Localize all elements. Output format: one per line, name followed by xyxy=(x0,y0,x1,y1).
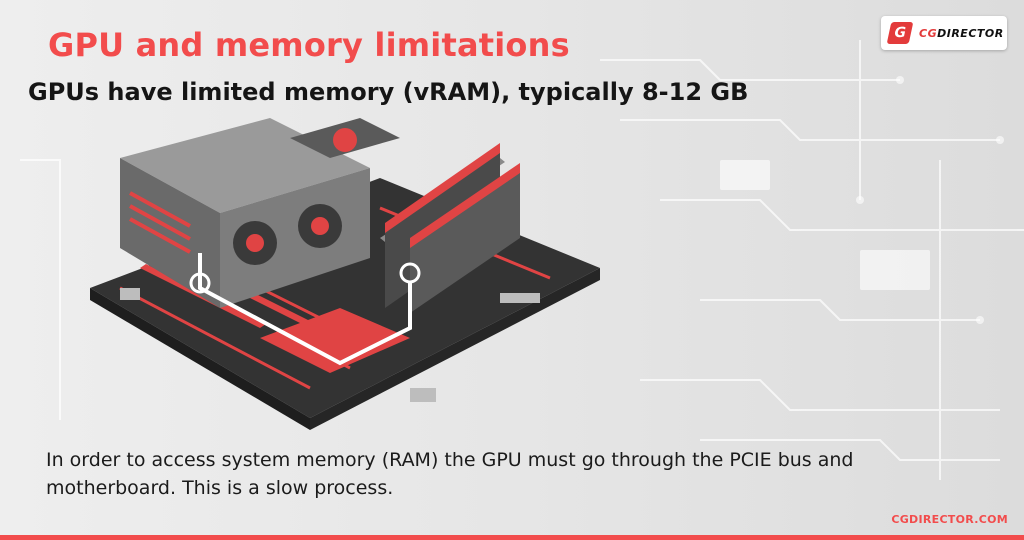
cgdirector-logo[interactable]: G CGDIRECTOR xyxy=(881,16,1007,50)
bottom-accent-bar xyxy=(0,535,1024,540)
ram-sticks xyxy=(380,143,520,313)
logo-text: CGDIRECTOR xyxy=(919,26,1004,40)
slide-body-text: In order to access system memory (RAM) t… xyxy=(46,449,854,499)
slide-title: GPU and memory limitations xyxy=(48,26,570,64)
data-path xyxy=(198,253,412,366)
slide-subtitle: GPUs have limited memory (vRAM), typical… xyxy=(28,78,749,106)
gpu-card xyxy=(120,118,400,308)
motherboard-illustration xyxy=(90,118,600,430)
logo-mark-icon: G xyxy=(886,22,914,44)
chipset-heatsink xyxy=(260,308,410,373)
footer-url-link[interactable]: CGDIRECTOR.COM xyxy=(891,513,1008,526)
